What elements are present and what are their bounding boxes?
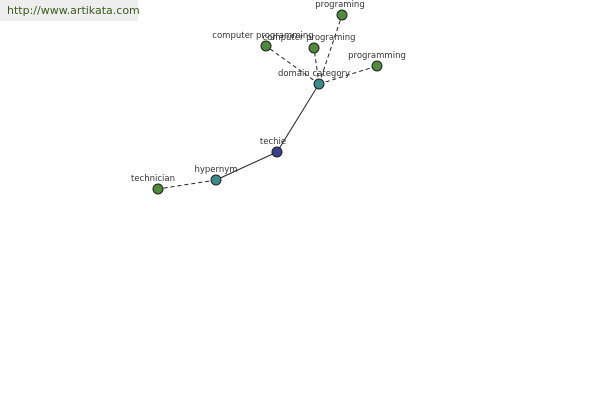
node-computer-programming[interactable]: computer programming (212, 31, 314, 52)
node-programming[interactable]: programming (348, 51, 406, 72)
node-techie[interactable]: techie (260, 137, 286, 158)
node-label: techie (260, 137, 286, 147)
node-label: hypernym (194, 165, 237, 175)
edge-techie-domain-category (276, 83, 320, 153)
edge-hypernym-technician (157, 179, 217, 190)
node-label: domain category (278, 69, 350, 79)
node-label: technician (131, 174, 175, 184)
edge-domain-programing (318, 14, 343, 85)
node-computer-programing[interactable]: computer programing (262, 33, 356, 54)
node-label: computer programming (212, 31, 313, 41)
node-label: computer programing (262, 33, 355, 43)
node-label: programming (348, 51, 406, 61)
edge-techie-hypernym (215, 151, 278, 181)
edge-domain-computer-programming (265, 45, 320, 85)
edge-domain-programming (318, 65, 378, 85)
site-url[interactable]: http://www.artikata.com (7, 4, 140, 17)
edge-domain-computer-programing (313, 47, 320, 85)
node-technician[interactable]: technician (131, 174, 175, 195)
node-label: programing (315, 0, 364, 10)
node-programing[interactable]: programing (315, 0, 365, 21)
node-hypernym[interactable]: hypernym (194, 165, 238, 186)
url-banner: http://www.artikata.com (0, 0, 140, 21)
node-domain-category[interactable]: domain category (278, 69, 350, 90)
